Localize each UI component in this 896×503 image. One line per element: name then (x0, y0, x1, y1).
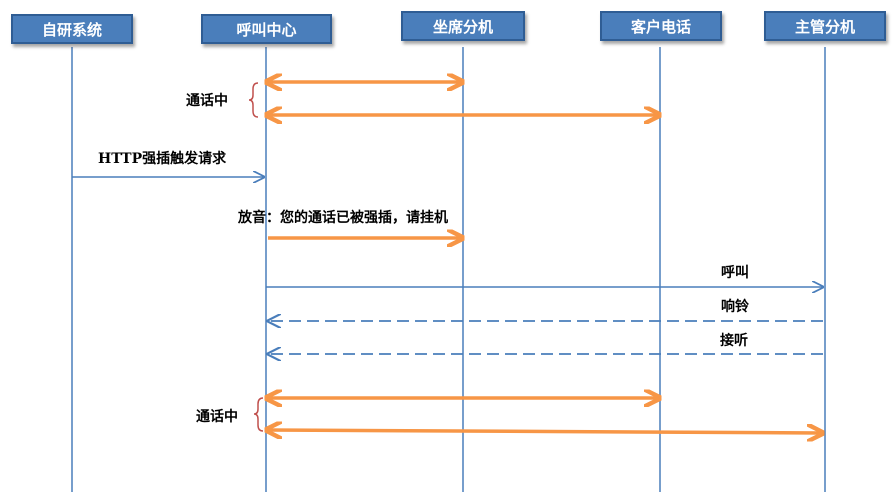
label-talking-1: 通话中 (186, 93, 228, 109)
actor-supervisor-extension: 主管分机 (764, 11, 886, 41)
label-ringing: 响铃 (721, 299, 749, 315)
actor-customer-phone: 客户电话 (600, 11, 722, 41)
talking-bracket-2 (253, 397, 264, 432)
actor-call-center: 呼叫中心 (201, 14, 332, 44)
talk-arrow-supervisor (268, 430, 821, 433)
label-http-request: HTTP强插触发请求 (98, 151, 227, 167)
label-playback: 放音：您的通话已被强插，请挂机 (238, 210, 448, 226)
label-talking-2: 通话中 (196, 409, 238, 425)
label-answer: 接听 (720, 333, 748, 349)
actor-self-system: 自研系统 (11, 14, 133, 44)
label-call: 呼叫 (721, 265, 749, 281)
actor-agent-extension: 坐席分机 (401, 11, 525, 41)
talking-bracket-1 (248, 82, 259, 118)
